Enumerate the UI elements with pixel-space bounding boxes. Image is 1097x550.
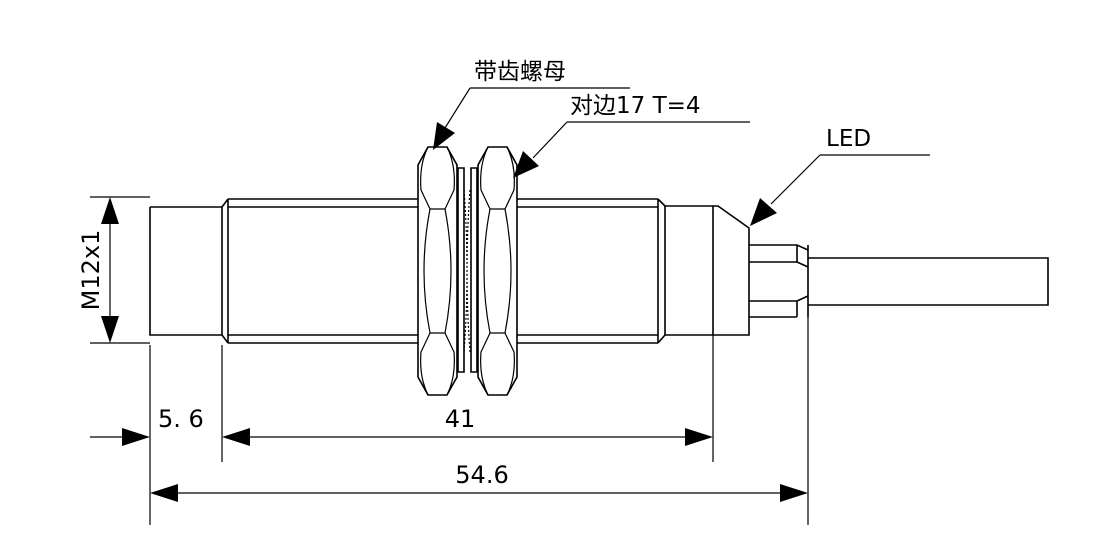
dim-thread-length: 41 <box>445 405 476 433</box>
callout-toothed-nut: 带齿螺母 <box>433 59 630 150</box>
label-led: LED <box>826 126 871 152</box>
hex-nut <box>470 146 518 396</box>
thread-dimension: M12x1 <box>77 196 150 344</box>
label-toothed-nut: 带齿螺母 <box>474 59 566 85</box>
sensor-body <box>149 198 1049 344</box>
dim-overall-length: 54.6 <box>455 461 508 489</box>
dim-chamfer: 5. 6 <box>158 405 204 433</box>
length-dimensions: 5. 6 41 54.6 <box>90 317 809 525</box>
label-across-flats: 对边17 T=4 <box>570 93 701 119</box>
callout-across-flats: 对边17 T=4 <box>513 93 750 178</box>
label-thread: M12x1 <box>77 230 105 311</box>
toothed-nut <box>417 146 471 396</box>
callout-led: LED <box>750 126 930 226</box>
